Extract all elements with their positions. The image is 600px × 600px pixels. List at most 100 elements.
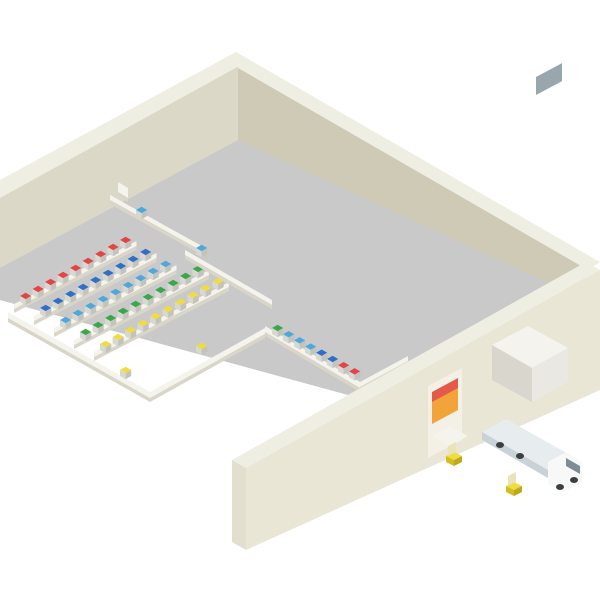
storage-bin-side (80, 332, 86, 342)
storage-bin-side (112, 337, 119, 347)
storage-bin-side (193, 295, 199, 305)
conveyor-rail-side (34, 258, 157, 325)
storage-bin-side (143, 323, 149, 333)
storage-bin-side (299, 340, 306, 350)
truck-wheel (516, 453, 524, 459)
conveyor-rail-side (94, 287, 229, 361)
dock-conveyor (432, 426, 468, 446)
storage-bin-side (205, 288, 212, 298)
conveyor-rail-side (74, 275, 209, 349)
storage-bin-side (117, 311, 124, 321)
storage-bin (294, 337, 306, 344)
storage-bin-side (173, 283, 179, 293)
truck-wheel (496, 442, 504, 448)
storage-bin-side (180, 276, 186, 286)
storage-bin-side (115, 266, 121, 276)
storage-bin-side (316, 352, 322, 363)
storage-bin-side (83, 287, 89, 297)
storage-bin-side (38, 289, 44, 299)
storage-bin-side (128, 285, 134, 295)
storage-bin-side (130, 330, 137, 340)
wall-top-left (0, 52, 250, 198)
storage-bin-side (175, 302, 181, 312)
storage-bin (283, 330, 295, 338)
storage-bin-side (103, 299, 109, 309)
storage-bin-side (102, 273, 109, 283)
storage-bin-side (40, 308, 46, 318)
front-wall-left-edge (232, 460, 246, 550)
storage-bin-side (57, 275, 64, 285)
storage-bin-side (142, 297, 149, 307)
storage-bin (57, 271, 69, 279)
storage-bin-side (60, 320, 66, 330)
storage-bin-side (65, 294, 71, 304)
storage-bin-side (45, 308, 52, 318)
storage-bin-side (140, 252, 146, 262)
storage-bin-side (354, 371, 361, 381)
storage-bin-side (148, 297, 154, 307)
storage-bin-side (125, 240, 132, 250)
storage-bin-side (85, 332, 92, 342)
storage-bin-side (85, 306, 91, 316)
conveyor-rail (110, 195, 200, 250)
storage-bin-side (52, 301, 59, 311)
storage-bin-side (196, 346, 202, 356)
storage-bin-side (141, 210, 148, 220)
storage-bin-side (58, 301, 64, 311)
forklift (446, 442, 462, 466)
storage-bin-side (120, 266, 127, 276)
storage-bin-side (120, 240, 126, 250)
storage-bin-side (108, 273, 114, 283)
back-wall-left (0, 58, 238, 268)
conveyor-rail-side (14, 246, 137, 313)
conveyor-rail-side (54, 270, 177, 337)
conveyor-rail-side (150, 334, 265, 402)
storage-bin-side (123, 311, 129, 321)
storage-bin-side (201, 248, 208, 258)
storage-bin-side (155, 316, 162, 326)
storage-bin-side (321, 352, 328, 363)
conveyor-rail-side (185, 255, 272, 309)
storage-bin-side (115, 292, 122, 302)
conveyor-rail (360, 356, 408, 387)
storage-bin-side (125, 330, 131, 340)
storage-bin-side (201, 346, 208, 356)
truck-windshield (566, 458, 580, 474)
storage-bin-side (327, 359, 333, 369)
storage-bin-side (136, 210, 142, 220)
storage-bin-side (305, 346, 311, 356)
shipping-booth (492, 63, 568, 402)
storage-bin-side (310, 346, 317, 356)
storage-bin-side (90, 306, 97, 316)
storage-bin (20, 292, 32, 300)
truck-wheel (570, 477, 578, 483)
storage-bin-side (185, 276, 192, 286)
storage-bin-side (277, 328, 284, 338)
storage-bin-side (332, 359, 339, 369)
storage-bin-side (137, 323, 144, 333)
conveyor-rail-side (110, 200, 200, 254)
storage-bin-side (45, 282, 51, 292)
storage-bin-side (72, 313, 79, 323)
storage-bin-side (120, 370, 126, 380)
storage-bin-side (110, 318, 117, 328)
storage-bin-side (288, 334, 295, 344)
storage-bin-side (70, 268, 76, 278)
storage-bin-side (98, 325, 104, 335)
storage-bin-side (133, 259, 139, 269)
storage-bin-side (78, 313, 84, 323)
storage-bin-side (196, 248, 202, 258)
storage-bin-side (65, 320, 72, 330)
storage-bin-side (130, 304, 136, 314)
storage-bin-side (100, 344, 106, 354)
storage-bin-side (88, 261, 94, 271)
storage-bin (316, 349, 328, 357)
storage-bin-side (150, 316, 156, 326)
storage-bin-side (105, 318, 111, 328)
forklift-cargo (448, 442, 456, 456)
storage-bin-side (135, 304, 142, 314)
conveyor-rail-side (8, 318, 150, 402)
storage-bin-side (113, 247, 119, 257)
storage-bin-side (200, 288, 206, 298)
storage-bin-side (155, 290, 161, 300)
